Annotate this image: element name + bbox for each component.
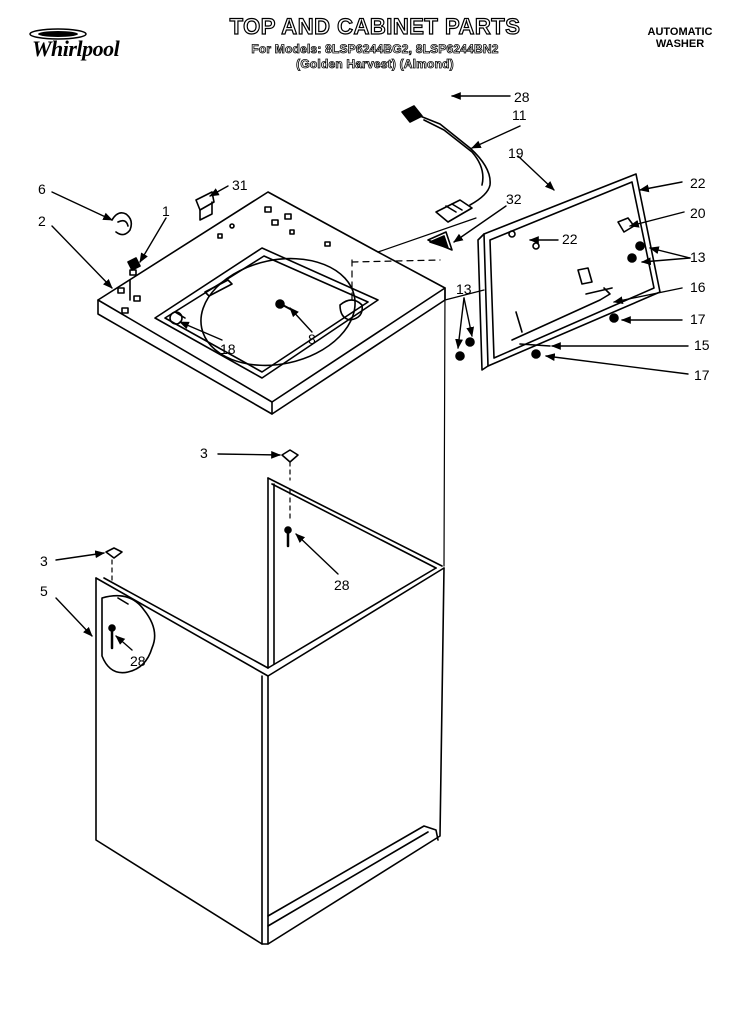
colors-line: (Golden Harvest) (Almond) — [296, 57, 454, 72]
whirlpool-logo: Whirlpool — [14, 22, 154, 68]
washer-cabinet-part-5 — [95, 477, 445, 945]
model-info: For Models: 8LSP6244BG2, 8LSP6244BN2 (Go… — [200, 42, 550, 72]
callout-22-a: 22 — [690, 175, 706, 191]
brand-name: Whirlpool — [32, 36, 120, 61]
callout-19: 19 — [508, 145, 524, 161]
callout-11: 11 — [512, 107, 527, 123]
callout-13-b: 13 — [456, 281, 472, 297]
product-line-1: AUTOMATIC — [647, 26, 713, 38]
clip-part-6 — [111, 212, 133, 236]
callout-20: 20 — [690, 205, 706, 221]
callout-numbers: 28 11 19 22 20 22 13 16 17 15 17 13 32 3… — [38, 89, 710, 669]
callout-16: 16 — [690, 279, 706, 295]
callout-13-a: 13 — [690, 249, 706, 265]
callout-17-a: 17 — [690, 311, 706, 327]
callout-15: 15 — [694, 337, 710, 353]
assembly-guide-lines — [111, 217, 485, 585]
callout-22-b: 22 — [562, 231, 578, 247]
callout-6: 6 — [38, 181, 46, 197]
callout-1: 1 — [162, 203, 170, 219]
product-line-2: WASHER — [655, 38, 705, 50]
callout-3-b: 3 — [40, 553, 48, 569]
switch-actuator-part-32 — [427, 231, 453, 251]
callout-2: 2 — [38, 213, 46, 229]
callout-32: 32 — [506, 191, 522, 207]
models-line: For Models: 8LSP6244BG2, 8LSP6244BN2 — [251, 42, 499, 57]
product-type: AUTOMATIC WASHER — [620, 26, 740, 50]
switch-part-1 — [127, 257, 141, 301]
clip-part-3 — [105, 449, 299, 559]
callout-3-a: 3 — [200, 445, 208, 461]
page-title: TOP AND CABINET PARTS — [229, 13, 521, 39]
callout-28-top: 28 — [514, 89, 530, 105]
callout-leaders — [51, 92, 691, 651]
bracket-part-31 — [195, 191, 215, 221]
callout-18: 18 — [220, 341, 236, 357]
callout-28-mid: 28 — [334, 577, 350, 593]
wire-harness-part-11 — [401, 105, 491, 223]
callout-17-b: 17 — [694, 367, 710, 383]
callout-5: 5 — [40, 583, 48, 599]
washer-top-panel — [97, 191, 446, 415]
callout-31: 31 — [232, 177, 248, 193]
callout-28-low: 28 — [130, 653, 146, 669]
callout-8: 8 — [308, 331, 316, 347]
brand-swoosh-icon — [29, 28, 87, 40]
